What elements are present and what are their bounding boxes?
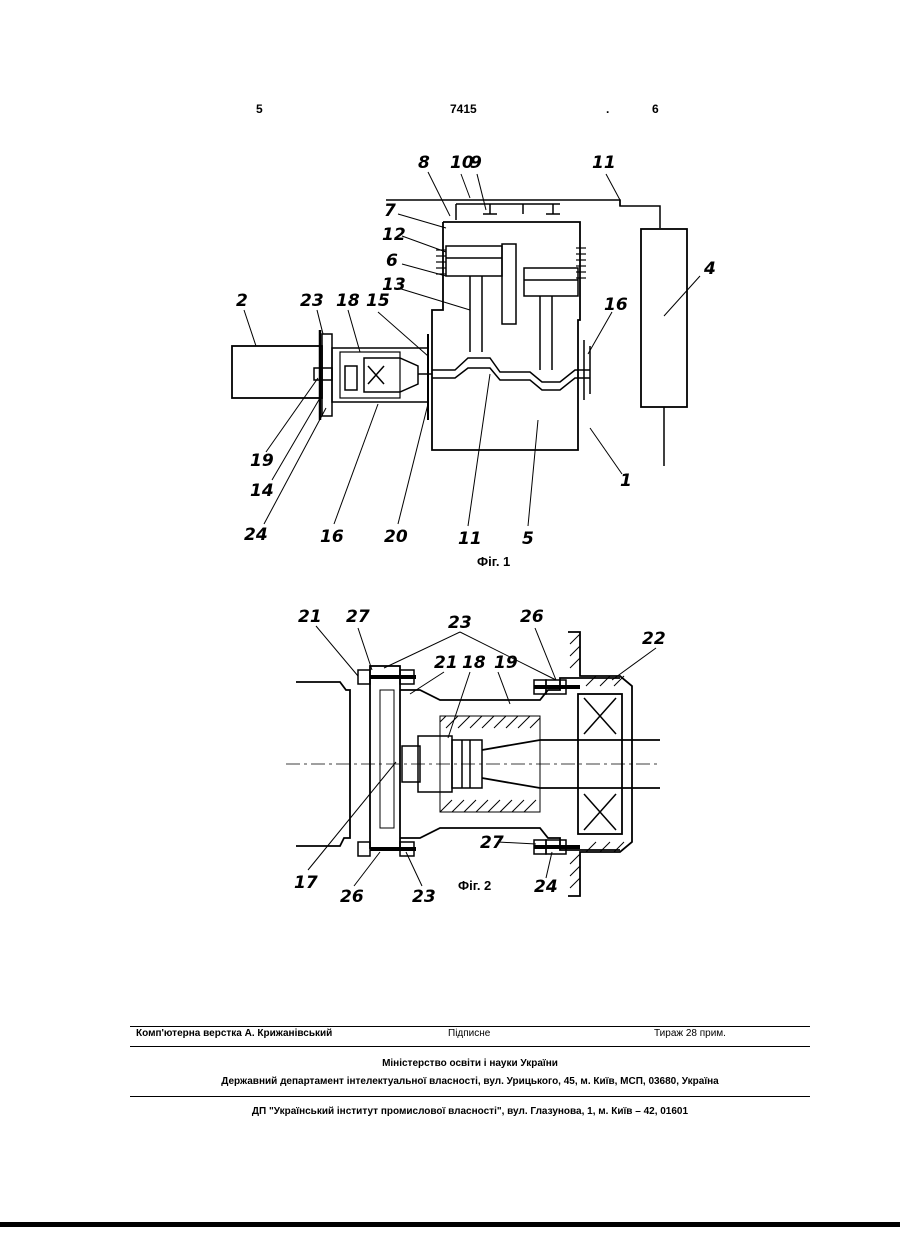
ministry-line: Міністерство освіти і науки України bbox=[130, 1058, 810, 1069]
footer-rule-top bbox=[130, 1026, 810, 1027]
fig1-label-16-bottom: 16 bbox=[320, 527, 344, 547]
fig1-label-24: 24 bbox=[244, 525, 268, 545]
fig1-caption: Фіг. 1 bbox=[477, 554, 510, 569]
footer-imprint-row: Комп'ютерна верстка А. Крижанівський Під… bbox=[130, 1028, 810, 1042]
fig2-label-26-bottom: 26 bbox=[340, 887, 364, 907]
fig2-label-27-top: 27 bbox=[346, 607, 370, 627]
fig2-label-26-top: 26 bbox=[520, 607, 544, 627]
layout-credit: Комп'ютерна верстка А. Крижанівський bbox=[136, 1028, 332, 1039]
fig2-label-22: 22 bbox=[642, 629, 666, 649]
footer-rule-mid bbox=[130, 1046, 810, 1047]
fig2-label-21-left: 21 bbox=[298, 607, 322, 627]
fig1-label-20: 20 bbox=[384, 527, 408, 547]
fig2-label-17: 17 bbox=[294, 873, 318, 893]
fig1-label-18: 18 bbox=[336, 291, 360, 311]
figure-1-labels: 8 10 9 11 7 12 6 13 4 2 23 18 15 16 19 1… bbox=[236, 153, 716, 569]
fig2-label-24: 24 bbox=[534, 877, 558, 897]
fig1-label-15: 15 bbox=[366, 291, 390, 311]
fig1-label-11-top: 11 bbox=[592, 153, 616, 173]
fig1-label-2: 2 bbox=[236, 291, 248, 311]
fig1-label-9: 9 bbox=[470, 153, 482, 173]
fig2-caption: Фіг. 2 bbox=[458, 878, 491, 893]
fig2-label-27-bottom: 27 bbox=[480, 833, 504, 853]
fig1-label-4: 4 bbox=[703, 259, 716, 279]
fig1-label-1: 1 bbox=[620, 471, 632, 491]
fig1-label-7: 7 bbox=[384, 201, 396, 221]
fig1-label-14: 14 bbox=[250, 481, 274, 501]
print-run: Тираж 28 прим. bbox=[654, 1028, 726, 1039]
fig2-label-19: 19 bbox=[494, 653, 518, 673]
footer-rule-bottom bbox=[130, 1096, 810, 1097]
fig1-label-12: 12 bbox=[382, 225, 406, 245]
institute-line: ДП "Український інститут промислової вла… bbox=[130, 1106, 810, 1117]
fig2-label-23-top: 23 bbox=[448, 613, 472, 633]
department-line: Державний департамент інтелектуальної вл… bbox=[130, 1076, 810, 1087]
fig1-label-6: 6 bbox=[386, 251, 398, 271]
fig2-label-21-inner: 21 bbox=[434, 653, 458, 673]
fig1-label-19: 19 bbox=[250, 451, 274, 471]
fig1-label-5: 5 bbox=[522, 529, 534, 549]
fig1-label-16-right: 16 bbox=[604, 295, 628, 315]
fig1-label-11-bottom: 11 bbox=[458, 529, 482, 549]
page-bottom-bar bbox=[0, 1222, 900, 1227]
fig1-label-23: 23 bbox=[300, 291, 324, 311]
fig2-label-18: 18 bbox=[462, 653, 486, 673]
signed-note: Підписне bbox=[448, 1028, 490, 1039]
patent-drawings: 8 10 9 11 7 12 6 13 4 2 23 18 15 16 19 1… bbox=[0, 0, 900, 930]
fig2-label-23-bottom: 23 bbox=[412, 887, 436, 907]
fig1-label-8: 8 bbox=[418, 153, 430, 173]
